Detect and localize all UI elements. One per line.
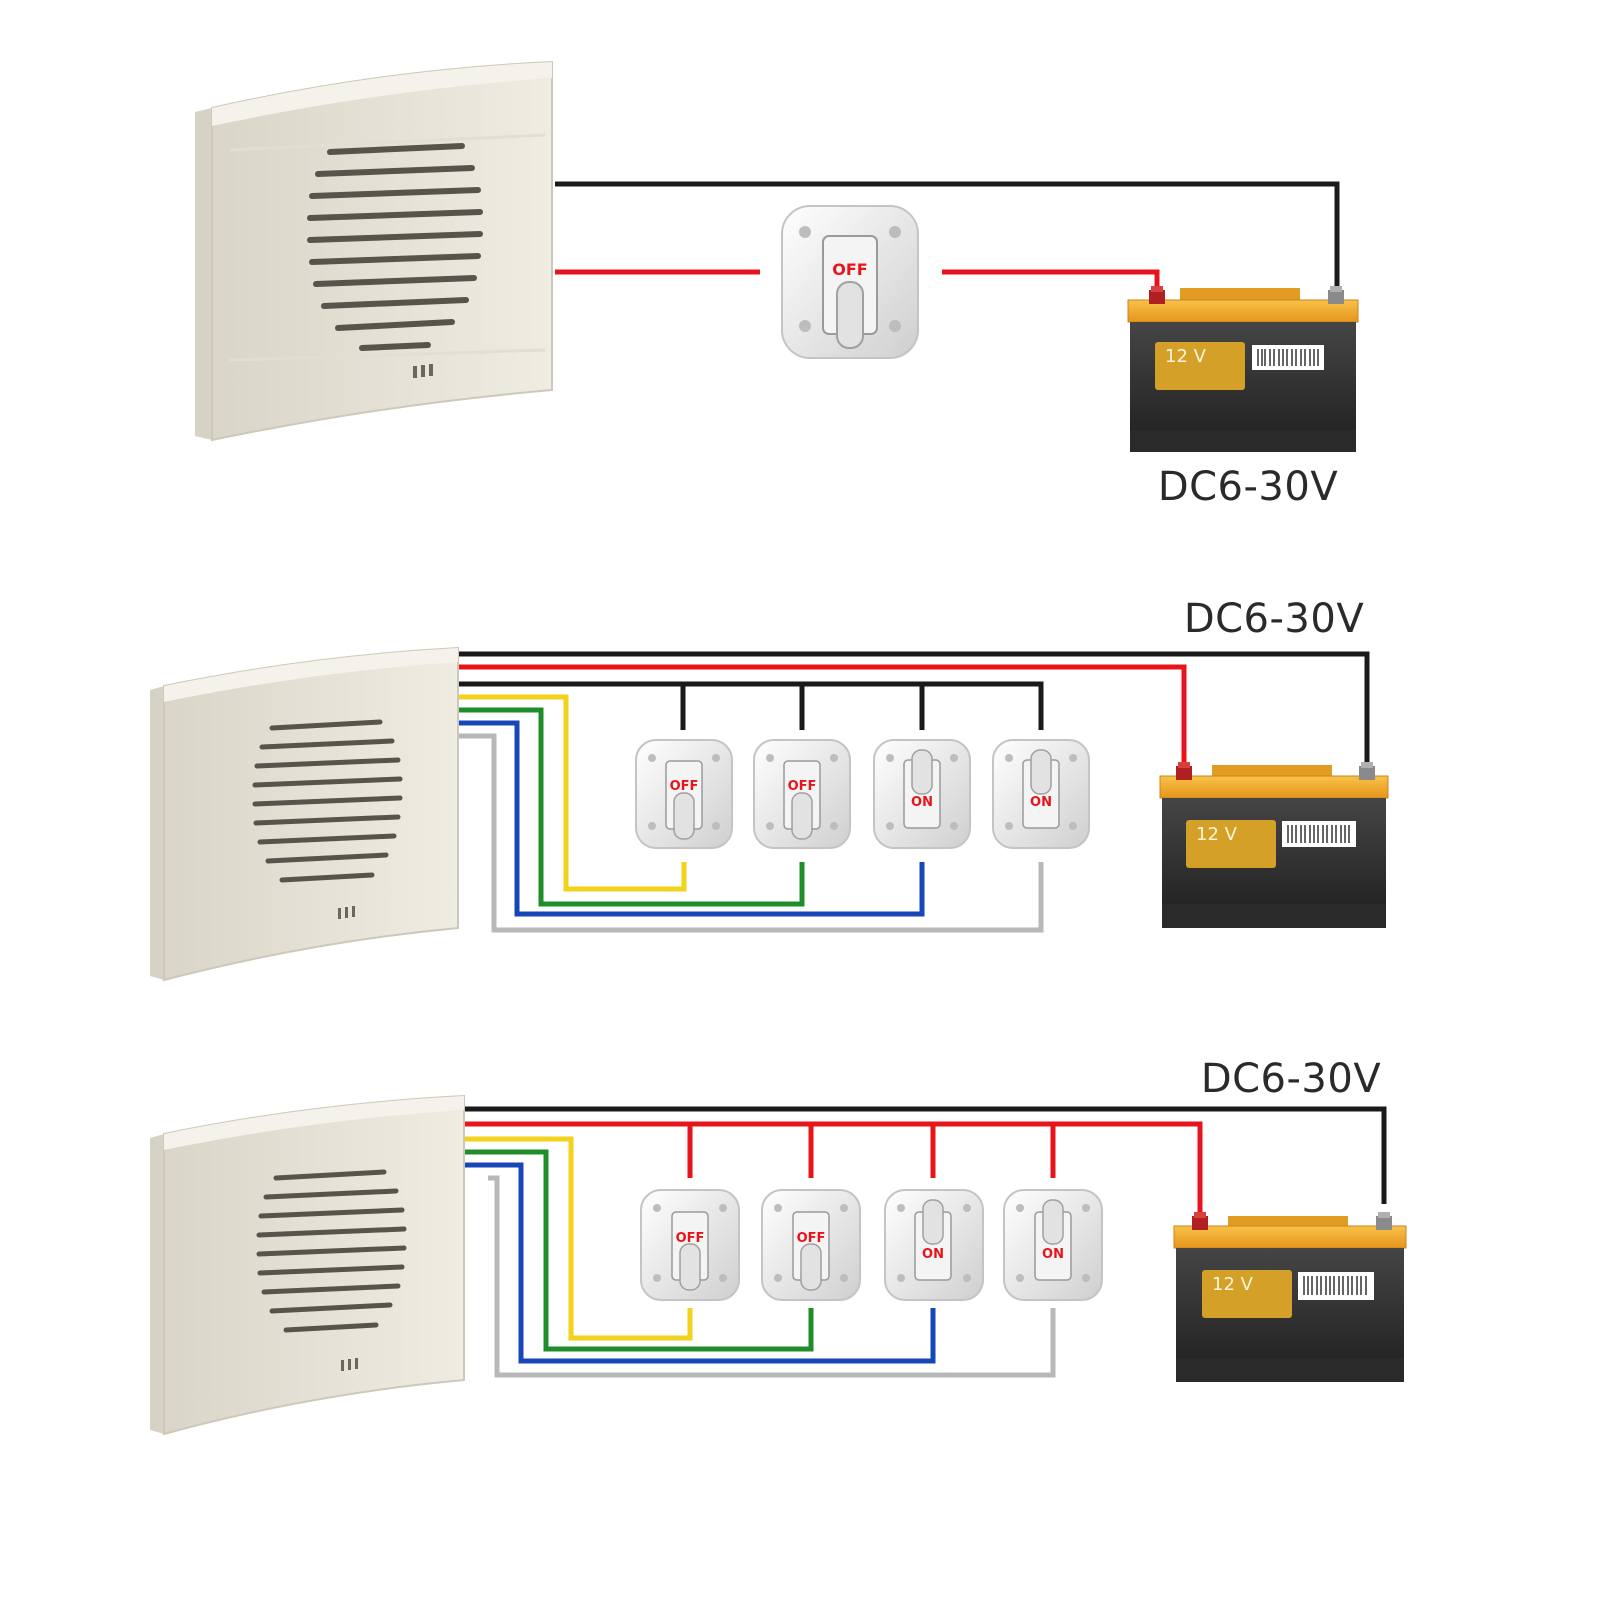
red-wire	[458, 664, 1187, 770]
voltage-label: DC6-30V	[1201, 1056, 1382, 1102]
switch-state-label: OFF	[832, 260, 867, 279]
red-wire	[942, 269, 1160, 292]
black-common-wire	[458, 681, 1044, 730]
switch-state-label: OFF	[670, 779, 699, 794]
battery-label: 12 V	[1196, 824, 1238, 845]
switch-state-label: ON	[1030, 795, 1052, 810]
voltage-label: DC6-30V	[1184, 596, 1365, 642]
toggle-switch-4[interactable]: ON	[992, 739, 1090, 849]
toggle-switch-4[interactable]: ON	[1003, 1189, 1103, 1301]
red-wire	[464, 1121, 1203, 1220]
green-wire	[458, 707, 805, 907]
toggle-switch-1[interactable]: OFF	[635, 739, 733, 849]
barcode	[1252, 345, 1324, 370]
black-wire	[464, 1106, 1387, 1204]
gray-wire	[458, 733, 1044, 933]
switch-state-label: OFF	[788, 779, 817, 794]
blue-wire	[458, 720, 925, 917]
black-wire	[458, 651, 1370, 770]
yellow-wire	[464, 1136, 693, 1341]
switch-state-label: OFF	[797, 1231, 826, 1246]
diagram-1: OFF 12 V DC6-30V	[195, 60, 1359, 510]
diagram-3: OFF OFF ON ON	[150, 1056, 1407, 1436]
blue-wire	[464, 1162, 936, 1364]
speaker	[150, 646, 459, 982]
black-wire	[555, 181, 1340, 292]
battery-label: 12 V	[1212, 1274, 1254, 1295]
switch-state-label: ON	[911, 795, 933, 810]
speaker-vent	[413, 364, 433, 378]
toggle-switch-1[interactable]: OFF	[640, 1189, 740, 1301]
speaker-vent	[341, 1358, 358, 1371]
yellow-wire	[458, 694, 687, 892]
speaker	[195, 60, 553, 442]
speaker-grille	[252, 719, 403, 883]
toggle-switch-3[interactable]: ON	[873, 739, 971, 849]
battery-label: 12 V	[1165, 346, 1207, 367]
diagram-2: OFF OFF ON ON	[150, 596, 1389, 982]
switch-state-label: ON	[922, 1247, 944, 1262]
toggle-switch[interactable]: OFF	[781, 205, 919, 359]
battery: 12 V	[1127, 286, 1359, 452]
toggle-switch-2[interactable]: OFF	[753, 739, 851, 849]
voltage-label: DC6-30V	[1158, 464, 1339, 510]
speaker-grille	[256, 1169, 407, 1333]
battery: 12 V	[1173, 1212, 1407, 1382]
speaker-vent	[338, 906, 355, 919]
switch-state-label: OFF	[676, 1231, 705, 1246]
speaker-grille	[307, 143, 483, 351]
gray-wire	[488, 1175, 1056, 1378]
switch-state-label: ON	[1042, 1247, 1064, 1262]
speaker	[150, 1094, 465, 1436]
toggle-switch-3[interactable]: ON	[884, 1189, 984, 1301]
barcode	[1282, 821, 1356, 847]
toggle-switch-2[interactable]: OFF	[761, 1189, 861, 1301]
green-wire	[464, 1149, 814, 1352]
battery: 12 V	[1159, 762, 1389, 928]
barcode	[1298, 1272, 1374, 1300]
